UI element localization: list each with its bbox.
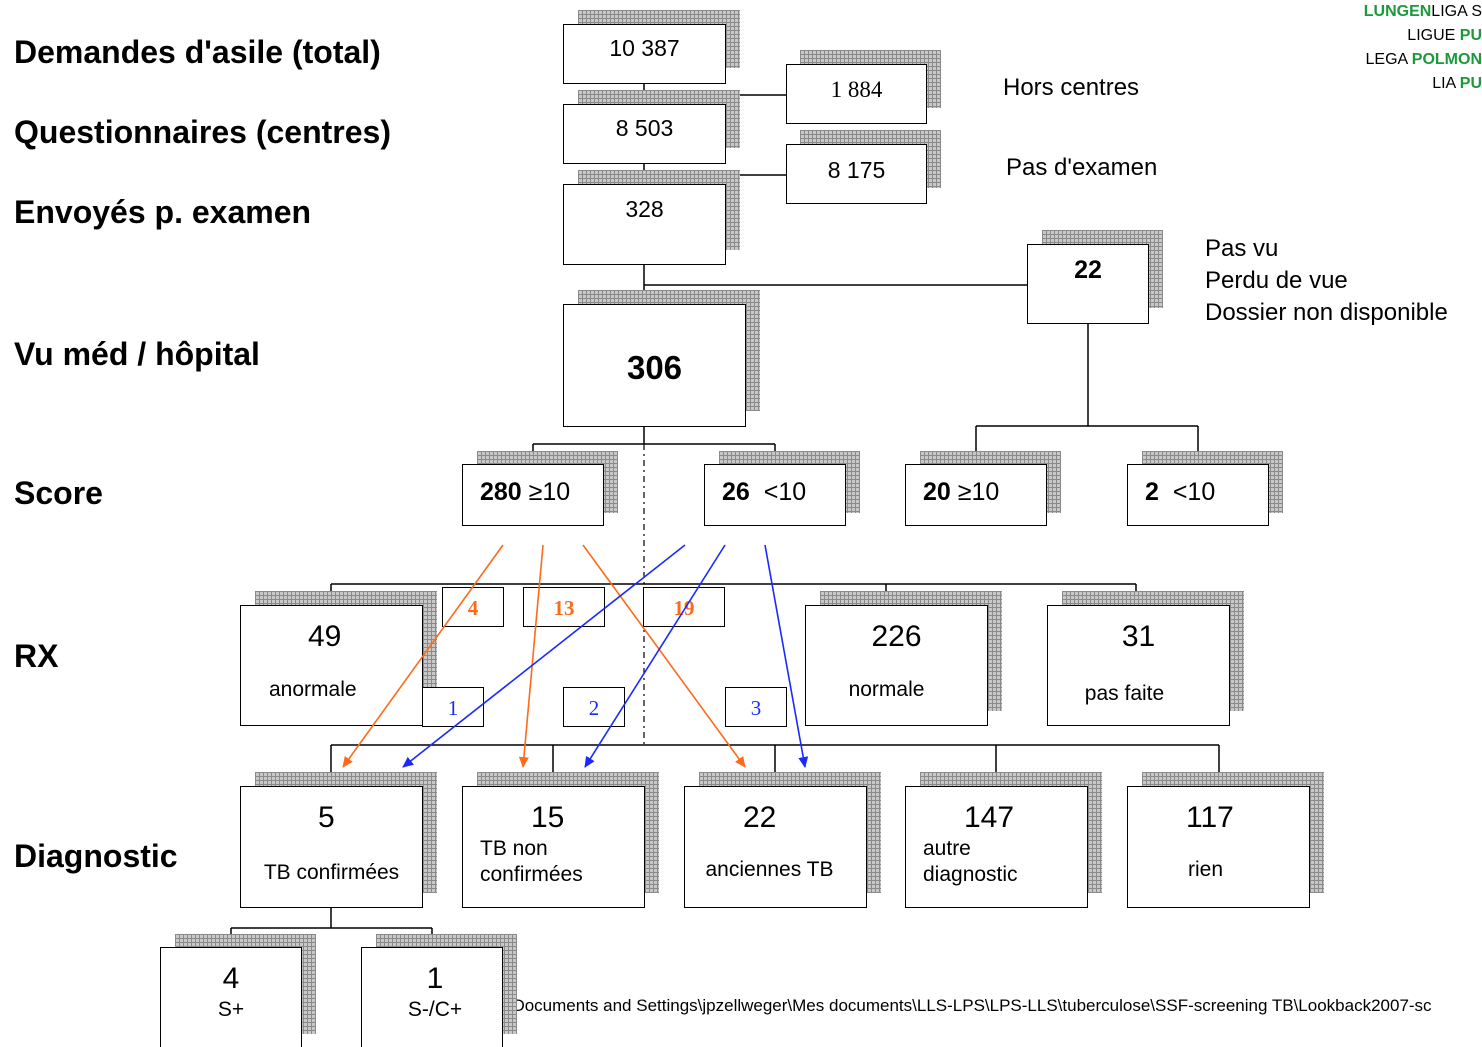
- box-split-splus: 4 S+: [160, 947, 302, 1047]
- hors-centres-value: 1 884: [830, 77, 883, 102]
- lost-label-dossier: Dossier non disponible: [1205, 299, 1448, 326]
- count-blue-1: 1: [422, 687, 484, 727]
- row-label-rx: RX: [14, 638, 59, 674]
- box-hors-centres: 1 884: [786, 64, 927, 124]
- box-diag-tb-confirmees: 5 TB confirmées: [240, 786, 423, 908]
- rx-normale-label: normale: [848, 678, 925, 701]
- logo-line2-bold: PU: [1459, 27, 1482, 44]
- score-lost-lo-cond: <10: [1172, 478, 1216, 506]
- diag-tb-conf-label: TB confirmées: [263, 861, 400, 884]
- logo-line2-rest: LIGUE: [1407, 27, 1460, 44]
- logo-line4-rest: LIA: [1432, 75, 1460, 92]
- logo-line4-bold: PU: [1459, 75, 1482, 92]
- split-splus-value: 4: [222, 962, 240, 995]
- file-path: :\Documents and Settings\jpzellweger\Mes…: [503, 996, 1432, 1015]
- vu-value: 306: [626, 349, 683, 386]
- row-label-diagnostic: Diagnostic: [14, 838, 178, 874]
- rx-normale-value: 226: [871, 620, 922, 653]
- score-lost-hi-value: 20: [923, 478, 951, 506]
- lost-label-pas-vu: Pas vu: [1205, 235, 1279, 262]
- score-lost-hi-cond: ≥10: [957, 478, 1000, 506]
- box-rx-pas-faite: 31 pas faite: [1047, 605, 1230, 726]
- box-score-lost-hi: 20 ≥10: [905, 464, 1047, 526]
- pas-examen-label: Pas d'examen: [1006, 154, 1158, 181]
- logo-line1-bold: LUNGEN: [1363, 3, 1432, 20]
- lost-label-perdu: Perdu de vue: [1205, 267, 1348, 294]
- box-rx-anormale: 49 anormale: [240, 605, 423, 726]
- diag-anciennes-value: 22: [743, 801, 777, 834]
- split-sminus-value: 1: [426, 962, 444, 995]
- row-label-score: Score: [14, 475, 103, 511]
- logo-line3-rest: LEGA: [1365, 51, 1412, 68]
- box-diag-tb-non-confirmees: 15 TB non confirmées: [462, 786, 645, 908]
- diag-autre-label1: autre: [923, 837, 971, 860]
- row-label-questionnaires: Questionnaires (centres): [14, 114, 391, 150]
- box-diag-autre: 147 autre diagnostic: [905, 786, 1088, 908]
- count-orange-4: 4: [442, 587, 504, 627]
- box-diag-rien: 117 rien: [1127, 786, 1310, 908]
- diag-anciennes-label: anciennes TB: [705, 858, 834, 881]
- box-envoyes: 328: [563, 184, 726, 265]
- diag-tb-nonconf-label2: confirmées: [480, 863, 583, 886]
- total-value: 10 387: [609, 35, 680, 61]
- rx-pas-faite-value: 31: [1121, 620, 1156, 653]
- score-lo-value: 26: [722, 478, 750, 506]
- count-blue-2: 2: [563, 687, 625, 727]
- split-sminus-label: S-/C+: [407, 998, 463, 1021]
- box-total: 10 387: [563, 24, 726, 84]
- diag-autre-label2: diagnostic: [923, 863, 1018, 886]
- diag-rien-label: rien: [1187, 858, 1224, 881]
- score-hi-value: 280: [480, 478, 522, 506]
- box-pas-examen: 8 175: [786, 144, 927, 204]
- box-vu: 306: [563, 304, 746, 427]
- count-orange-13: 13: [523, 587, 605, 627]
- pas-examen-value: 8 175: [827, 157, 886, 183]
- box-score-lost-lo: 2 <10: [1127, 464, 1269, 526]
- envoyes-value: 328: [625, 196, 664, 222]
- box-score-hi: 280 ≥10: [462, 464, 604, 526]
- score-hi-cond: ≥10: [528, 478, 571, 506]
- hors-centres-label: Hors centres: [1003, 74, 1140, 101]
- row-label-demandes: Demandes d'asile (total): [14, 34, 381, 70]
- diag-tb-nonconf-label1: TB non: [480, 837, 548, 860]
- questionnaires-value: 8 503: [615, 115, 674, 141]
- box-diag-anciennes: 22 anciennes TB: [684, 786, 867, 908]
- logo: LUNGENLIGA S LIGUE PU LEGA POLMON LIA PU: [1364, 0, 1482, 96]
- row-label-envoyes: Envoyés p. examen: [14, 194, 312, 230]
- logo-line3-bold: POLMON: [1411, 51, 1482, 68]
- diag-rien-value: 117: [1186, 801, 1234, 834]
- box-rx-normale: 226 normale: [805, 605, 988, 726]
- rx-anormale-value: 49: [308, 620, 342, 653]
- split-splus-label: S+: [217, 998, 245, 1021]
- lost-value: 22: [1074, 256, 1102, 284]
- lost-labels: Pas vu Perdu de vue Dossier non disponib…: [1205, 233, 1448, 329]
- count-orange-19: 19: [643, 587, 725, 627]
- score-lost-lo-value: 2: [1145, 478, 1159, 506]
- rx-pas-faite-label: pas faite: [1084, 682, 1165, 705]
- logo-line1-rest: LIGA S: [1431, 3, 1482, 20]
- diag-autre-value: 147: [964, 801, 1015, 834]
- diag-tb-conf-value: 5: [318, 801, 335, 834]
- score-lo-cond: <10: [763, 478, 807, 506]
- box-lost: 22: [1027, 244, 1149, 324]
- box-split-sminus: 1 S-/C+: [361, 947, 503, 1047]
- row-label-vu: Vu méd / hôpital: [14, 336, 260, 372]
- diag-tb-nonconf-value: 15: [531, 801, 565, 834]
- count-blue-3: 3: [725, 687, 787, 727]
- rx-anormale-label: anormale: [269, 678, 357, 701]
- box-questionnaires: 8 503: [563, 104, 726, 164]
- box-score-lo: 26 <10: [704, 464, 846, 526]
